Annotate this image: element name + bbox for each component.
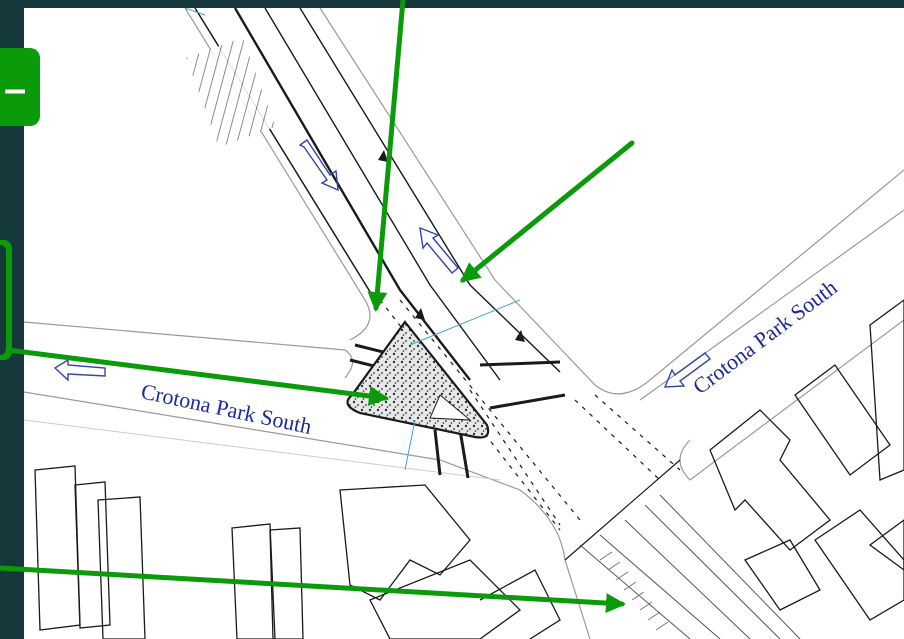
callout-badge-top-glyph: – <box>4 67 26 111</box>
callout-arrow-icon <box>5 347 389 406</box>
arrow-down-right-icon <box>298 139 339 192</box>
callout-badge-top <box>0 48 40 126</box>
callout-arrow-icon <box>0 565 626 614</box>
arrow-left-icon <box>53 358 106 382</box>
plan-background <box>24 8 904 639</box>
callout-arrow-icon <box>367 0 406 312</box>
arrow-up-left-icon <box>419 226 459 274</box>
arrow-left-icon <box>663 352 712 388</box>
callout-arrow-icon <box>459 140 635 283</box>
